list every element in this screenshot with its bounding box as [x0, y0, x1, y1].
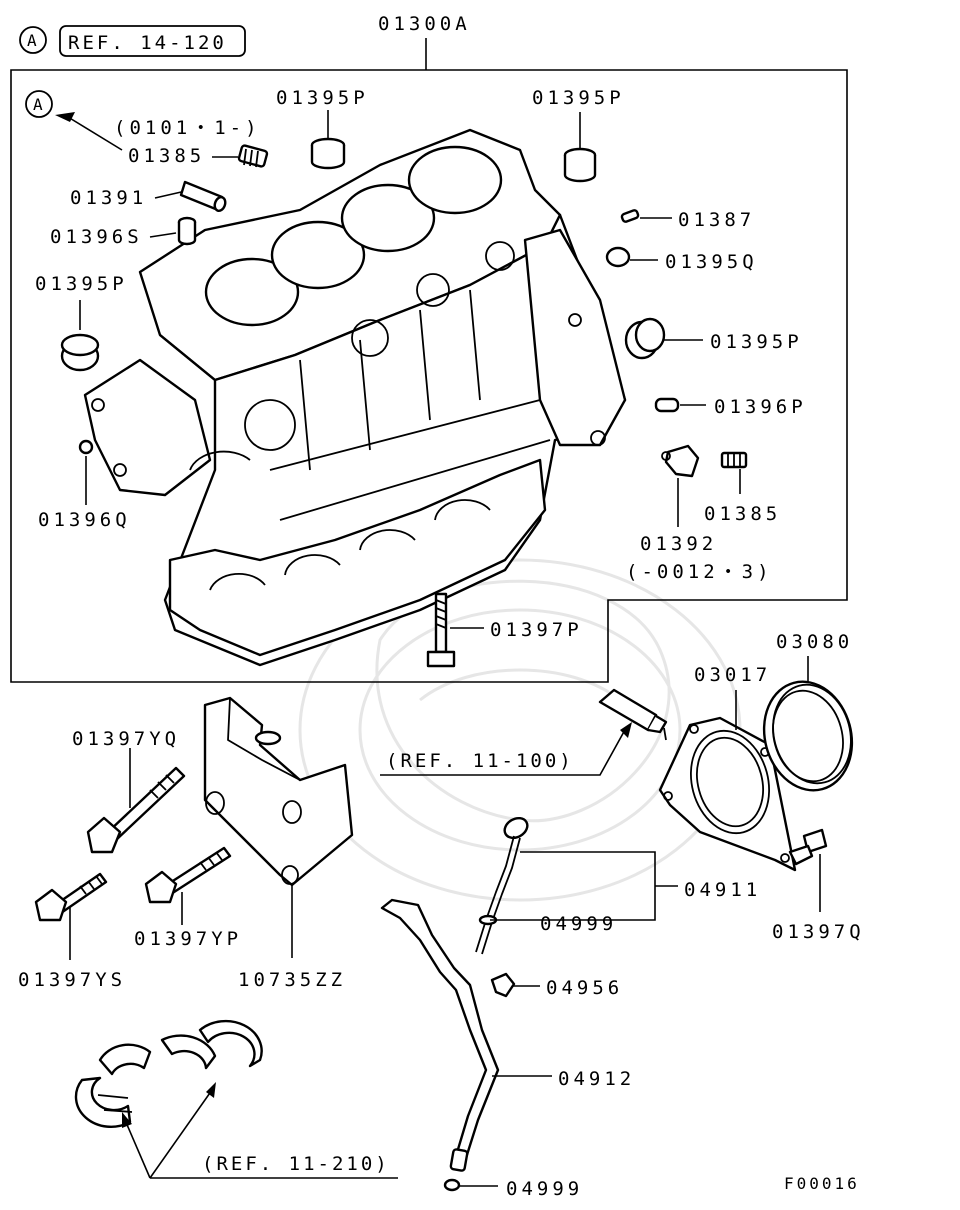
bolt-01397q[interactable] [788, 828, 828, 866]
ref-11-100-arrowhead [620, 722, 632, 738]
bolt-01397p[interactable] [426, 592, 456, 668]
seal-case-03017[interactable] [658, 716, 797, 872]
pin-01396p[interactable] [654, 397, 680, 413]
assembly-frame [10, 69, 848, 683]
label-01397yp: 01397YP [134, 928, 242, 950]
plug-01385-b[interactable] [720, 451, 748, 469]
o-ring-04999-b[interactable] [443, 1178, 461, 1192]
ref-box [59, 25, 246, 57]
label-01392: 01392 [640, 533, 717, 555]
label-01397yq: 01397YQ [72, 728, 180, 750]
plug-01395p-4[interactable] [624, 317, 666, 360]
label-01396q: 01396Q [38, 509, 131, 531]
plug-01395p-1[interactable] [310, 137, 346, 170]
label-01395p-1: 01395P [276, 87, 369, 109]
callout-a-letter: A [27, 31, 40, 50]
label-01300a: 01300A [378, 13, 471, 35]
label-03080: 03080 [776, 631, 853, 653]
leader-04911-bracket [490, 851, 656, 921]
plug-01395q[interactable] [605, 246, 631, 268]
ref-14-120-text: REF. 14-120 [68, 32, 227, 54]
label-04999-b: 04999 [506, 1178, 583, 1200]
bolt-01397ys[interactable] [34, 872, 108, 922]
callout-a-arrow: A [25, 90, 123, 151]
label-10735zz: 10735ZZ [238, 969, 346, 991]
label-01397ys: 01397YS [18, 969, 126, 991]
ref-14-120[interactable]: A REF. 14-120 [19, 25, 246, 57]
ref-11-210-arrows [122, 1082, 398, 1179]
label-ref-11-210[interactable]: (REF. 11-210) [202, 1153, 390, 1175]
label-04999-a: 04999 [540, 913, 617, 935]
bolt-01397yp[interactable] [144, 846, 232, 904]
figure-id: F00016 [784, 1174, 860, 1193]
label-date-0012-3: (-0012・3) [626, 561, 773, 583]
engine-block[interactable] [83, 128, 627, 667]
label-01385-a: 01385 [128, 145, 205, 167]
callout-a-letter-2: A [33, 95, 46, 114]
plug-01395p-2[interactable] [563, 147, 597, 183]
label-date-0101-1: (0101・1-) [114, 117, 261, 139]
label-ref-11-100[interactable]: (REF. 11-100) [386, 750, 574, 772]
pin-01396s[interactable] [177, 216, 197, 246]
label-04912: 04912 [558, 1068, 635, 1090]
bolt-04956[interactable] [490, 972, 516, 998]
label-01395q: 01395Q [665, 251, 758, 273]
label-01396s: 01396S [50, 226, 143, 248]
bracket-10735zz[interactable] [203, 696, 354, 887]
oil-level-gauge-04911[interactable] [475, 814, 531, 955]
label-01385-b: 01385 [704, 503, 781, 525]
label-01395p-4: 01395P [710, 331, 803, 353]
label-04956: 04956 [546, 977, 623, 999]
plug-01395p-3[interactable] [60, 333, 100, 372]
gauge-guide-04912[interactable] [380, 898, 500, 1172]
pin-01391[interactable] [179, 180, 227, 212]
label-01395p-2: 01395P [532, 87, 625, 109]
label-01395p-3: 01395P [35, 273, 128, 295]
label-03017: 03017 [694, 664, 771, 686]
bearing-shells[interactable] [74, 1019, 263, 1129]
plug-01385-a[interactable] [237, 144, 269, 168]
leader-ref-11-100 [380, 727, 627, 776]
oil-seal-03080[interactable] [752, 672, 864, 801]
callout-a-circle [19, 26, 47, 54]
pin-01396q[interactable] [78, 439, 94, 455]
label-04911: 04911 [684, 879, 761, 901]
label-01397p: 01397P [490, 619, 583, 641]
label-01387: 01387 [678, 209, 755, 231]
label-01397q: 01397Q [772, 921, 865, 943]
pin-01387[interactable] [620, 209, 640, 223]
label-01391: 01391 [70, 187, 147, 209]
leader-01396s [149, 232, 177, 238]
sealant-tube[interactable] [598, 688, 668, 741]
bolt-01397yq[interactable] [86, 766, 186, 854]
sensor-01392[interactable] [661, 444, 700, 478]
label-01396p: 01396P [714, 396, 807, 418]
